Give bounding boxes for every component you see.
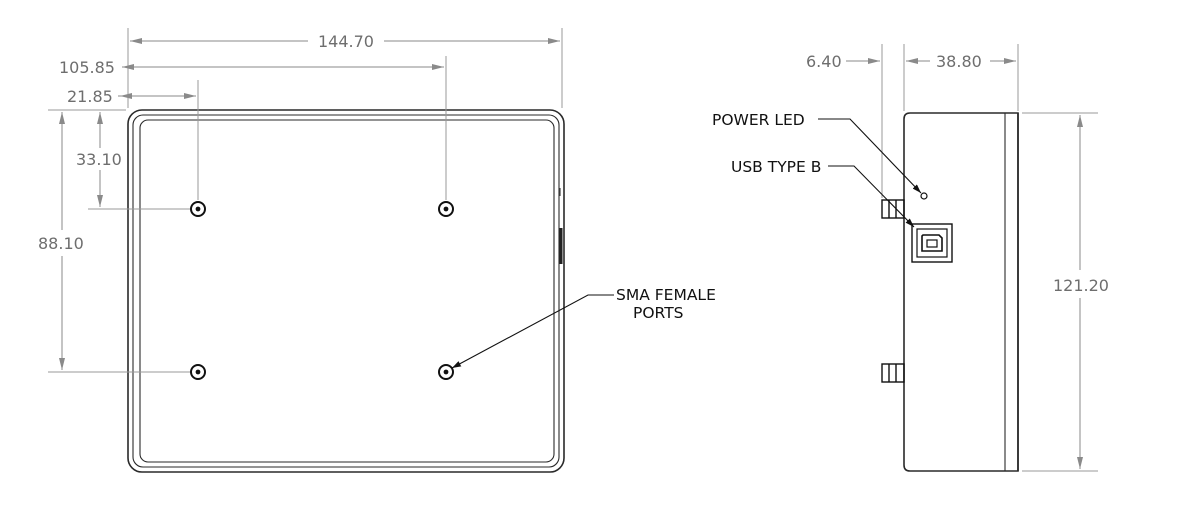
side-sma-connector-top — [881, 199, 905, 219]
dim-port-x-right: 105.85 — [59, 58, 115, 77]
front-panel — [139, 119, 555, 463]
side-view: 6.40 38.80 121.20 POWER LED USB TYPE B — [712, 44, 1109, 472]
power-led-icon — [920, 192, 928, 200]
usb-leader — [828, 165, 915, 228]
callout-power-led: POWER LED — [712, 111, 805, 129]
dim-port-x-left: 21.85 — [67, 87, 113, 106]
sma-port-bottom-right — [438, 364, 454, 380]
power-led-leader — [818, 118, 922, 194]
dim-port-y-top: 33.10 — [76, 150, 122, 169]
side-enclosure-body — [903, 112, 1019, 472]
dim-overall-width: 144.70 — [318, 32, 374, 51]
dim-port-y-bottom: 88.10 — [38, 234, 84, 253]
sma-port-bottom-left — [190, 364, 206, 380]
usb-type-b-port-icon — [911, 223, 953, 263]
front-view: 144.70 105.85 21.85 33.10 88.10 SMA FEMA… — [38, 28, 716, 473]
dim-overall-height: 121.20 — [1053, 276, 1109, 295]
callout-sma-line2: PORTS — [633, 304, 684, 322]
callout-sma-line1: SMA FEMALE — [616, 286, 716, 304]
front-enclosure-outer — [127, 109, 565, 473]
dim-side-flange: 6.40 — [806, 52, 842, 71]
side-sma-connector-bottom — [881, 363, 905, 383]
dim-side-depth: 38.80 — [936, 52, 982, 71]
front-enclosure-inner — [132, 114, 560, 468]
sma-leader — [451, 294, 614, 369]
callout-usb: USB TYPE B — [731, 158, 821, 176]
sma-port-top-left — [190, 201, 206, 217]
sma-port-top-right — [438, 201, 454, 217]
